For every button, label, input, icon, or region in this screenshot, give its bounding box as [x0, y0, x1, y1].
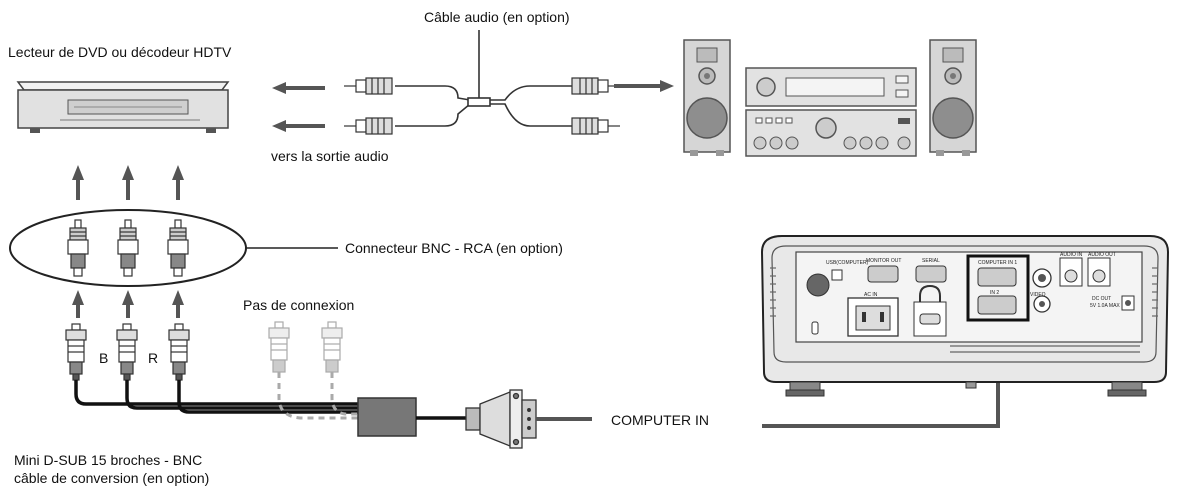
- label-audio-cable: Câble audio (en option): [424, 9, 570, 25]
- label-dsub-line1: Mini D-SUB 15 broches - BNC: [14, 452, 203, 468]
- port-label-audio-in: AUDIO IN: [1060, 252, 1083, 258]
- component-up-arrows: [72, 165, 184, 200]
- unused-bnc-plug-icon: [268, 321, 343, 373]
- label-dvd-player: Lecteur de DVD ou décodeur HDTV: [8, 44, 232, 60]
- label-computer-in: COMPUTER IN: [611, 412, 709, 428]
- unused-cables: [277, 372, 360, 420]
- conversion-box-icon: [357, 397, 417, 437]
- port-label-dc-out: DC OUT: [1092, 296, 1111, 302]
- port-label-monitor-out: MONITOR OUT: [866, 258, 901, 264]
- projector-icon: [760, 235, 1170, 397]
- port-label-audio-out: AUDIO OUT: [1088, 252, 1116, 258]
- stereo-arrow: [614, 80, 674, 92]
- audio-cable-icon: [395, 30, 572, 127]
- label-dsub-line2: câble de conversion (en option): [14, 470, 210, 486]
- rca-plug-icon: [571, 77, 620, 135]
- label-no-connection: Pas de connexion: [243, 297, 355, 313]
- label-audio-out: vers la sortie audio: [271, 148, 389, 164]
- port-label-usb: USB(COMPUTER): [826, 260, 869, 266]
- dvd-audio-arrows: [272, 82, 325, 132]
- port-label-computer-in1: COMPUTER IN 1: [978, 260, 1017, 266]
- label-bnc-r: R: [148, 350, 159, 366]
- bnc-up-arrows: [72, 290, 184, 318]
- port-label-serial: SERIAL: [922, 258, 940, 264]
- label-bnc-b: B: [99, 350, 109, 366]
- bnc-cables: [74, 380, 360, 414]
- port-label-dc-rating: 5V 1.0A MAX: [1090, 303, 1120, 309]
- dsub-connector-icon: [465, 389, 537, 449]
- rca-plug-icon: [344, 77, 393, 135]
- bnc-rca-adapter-icon: [67, 219, 189, 277]
- label-bnc-rca: Connecteur BNC - RCA (en option): [345, 240, 563, 256]
- stereo-system-icon: [683, 39, 977, 157]
- port-label-computer-in2: IN 2: [990, 290, 999, 296]
- bnc-plug-icon: [65, 323, 190, 381]
- port-label-video: VIDEO: [1030, 292, 1046, 298]
- port-label-ac-in: AC IN: [864, 292, 878, 298]
- dvd-player-icon: [16, 81, 230, 133]
